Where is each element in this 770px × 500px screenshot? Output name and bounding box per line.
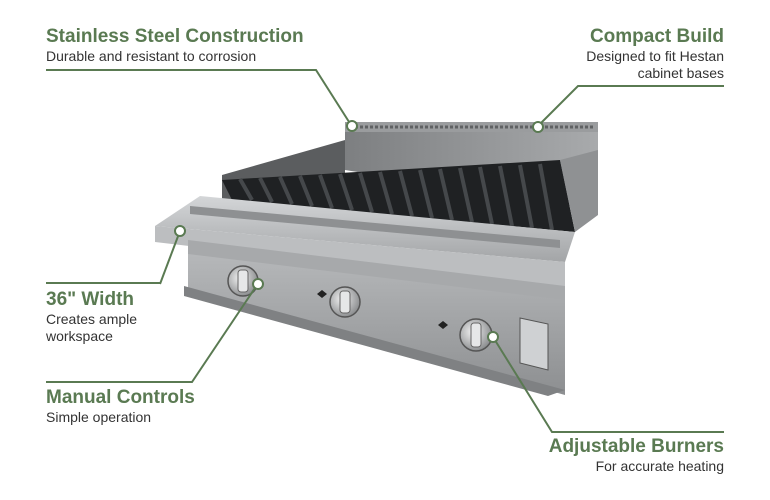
callout-title: Compact Build: [589, 26, 724, 47]
callout-desc-line1: Creates ample: [46, 311, 138, 327]
callout-title: Manual Controls: [46, 387, 195, 408]
callout-steel: Stainless Steel Construction Durable and…: [46, 26, 304, 65]
callout-title: Adjustable Burners: [548, 436, 724, 457]
grate-surface: [222, 160, 575, 232]
callout-desc: Durable and resistant to corrosion: [46, 48, 257, 64]
callout-desc-line2: workspace: [46, 328, 113, 344]
callout-title: Stainless Steel Construction: [46, 26, 304, 47]
leader-lines: [46, 69, 724, 433]
callout-desc-line2: cabinet bases: [637, 65, 724, 81]
knob-middle: [329, 286, 361, 318]
callout-desc-line1: Designed to fit Hestan: [586, 48, 724, 64]
callout-desc: For accurate heating: [595, 458, 724, 474]
callout-compact: Compact Build Designed to fit Hestan cab…: [484, 26, 724, 82]
callout-manual: Manual Controls Simple operation: [46, 387, 195, 426]
callout-width: 36" Width Creates ample workspace: [46, 289, 137, 345]
callout-desc: Simple operation: [46, 409, 152, 425]
callout-burners: Adjustable Burners For accurate heating: [464, 436, 724, 475]
knob-right: [459, 318, 493, 352]
leader-dots: [174, 120, 544, 343]
control-panel: [184, 240, 565, 396]
callout-title: 36" Width: [46, 289, 135, 310]
